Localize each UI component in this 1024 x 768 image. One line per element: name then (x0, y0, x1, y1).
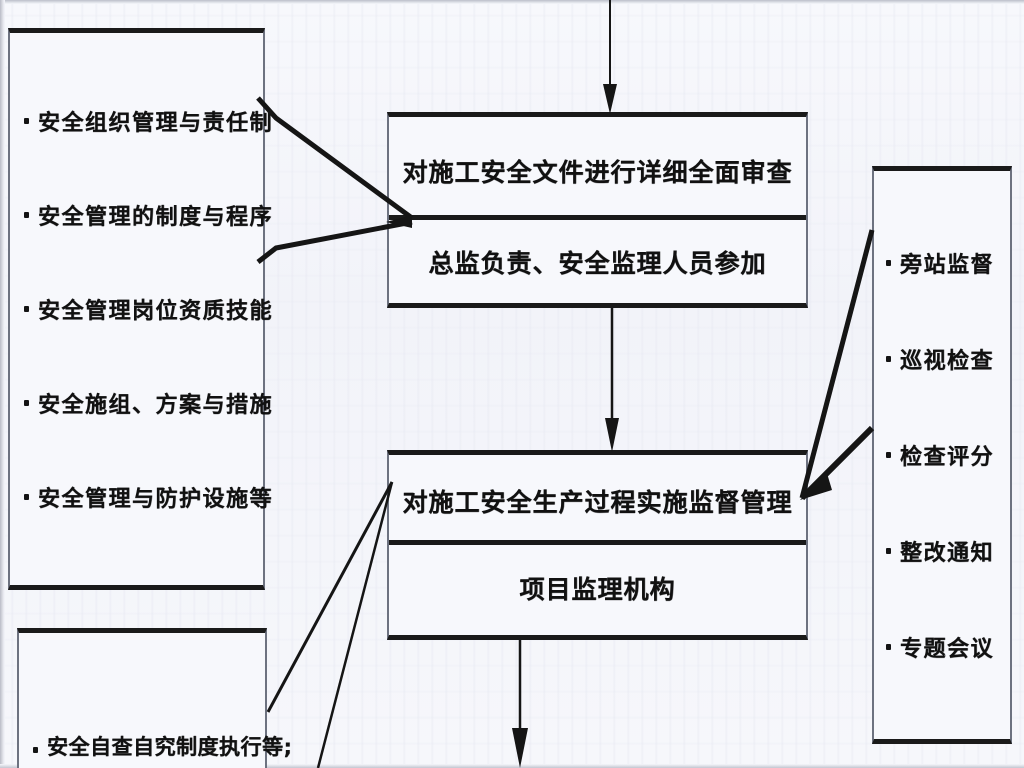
box-row: 对施工安全文件进行详细全面审查 (389, 127, 806, 215)
list-item: 安全管理岗位资质技能 (10, 262, 272, 356)
bullet-icon (24, 494, 29, 500)
scan-edge-top (0, 0, 1024, 4)
list-item-label: 检查评分 (900, 445, 995, 470)
list-item-label: 安全管理岗位资质技能 (38, 299, 274, 324)
bullet-icon (24, 212, 29, 218)
list-item: 安全管理与防护设施等 (10, 450, 272, 544)
bullet-icon (24, 306, 29, 312)
bullet-icon (24, 118, 29, 124)
box-row: 项目监理机构 (389, 545, 806, 630)
box-row-label: 对施工安全文件进行详细全面审查 (402, 158, 793, 187)
right-methods-box: 旁站监督 巡视检查 检查评分 整改通知 专题会议 (872, 166, 1012, 744)
left-bottom-criteria-box: 安全自查自究制度执行等; (17, 628, 292, 768)
list-item-label: 旁站监督 (900, 253, 995, 278)
scan-edge-left (0, 0, 5, 768)
bullet-icon (886, 452, 891, 458)
list-item-label: 巡视检查 (900, 349, 995, 374)
list-item: 旁站监督 (874, 215, 1010, 311)
left-criteria-box: 安全组织管理与责任制 安全管理的制度与程序 安全管理岗位资质技能 安全施组、方案… (8, 28, 272, 590)
list-item: 安全组织管理与责任制 (10, 74, 272, 168)
box-row-label: 对施工安全生产过程实施监督管理 (402, 487, 793, 517)
list-item: 检查评分 (874, 407, 1010, 503)
bullet-icon (886, 260, 891, 266)
bullet-icon (886, 548, 891, 554)
box-row-label: 总监负责、安全监理人员参加 (428, 248, 767, 278)
bullet-icon (24, 400, 29, 406)
row-divider (389, 215, 806, 220)
bullet-icon (33, 747, 38, 753)
list-item: 安全管理的制度与程序 (10, 168, 272, 262)
right-box-to-mid-center (799, 229, 875, 501)
bottom-outflow-arrow (512, 640, 528, 768)
list-item: 专题会议 (874, 599, 1010, 695)
list-item-label: 安全管理与防护设施等 (38, 487, 274, 512)
top-inflow-arrow (603, 0, 617, 114)
list-item-label: 整改通知 (900, 541, 995, 566)
list-item-label: 安全施组、方案与措施 (38, 393, 274, 418)
list-item-label: 安全管理的制度与程序 (38, 205, 274, 230)
box-row: 总监负责、安全监理人员参加 (389, 220, 806, 303)
row-divider (389, 540, 806, 545)
list-item-label: 安全自查自究制度执行等; (47, 735, 293, 759)
bullet-icon (886, 644, 891, 650)
list-item: 巡视检查 (874, 311, 1010, 407)
mid-center-process-box: 对施工安全生产过程实施监督管理 项目监理机构 (387, 450, 808, 640)
list-item-label: 安全组织管理与责任制 (38, 111, 274, 136)
list-item-label: 专题会议 (900, 637, 995, 662)
left-bottom-to-mid-center (266, 481, 394, 768)
box-row: 对施工安全生产过程实施监督管理 (389, 461, 806, 540)
top-center-process-box: 对施工安全文件进行详细全面审查 总监负责、安全监理人员参加 (387, 112, 808, 308)
list-item: 整改通知 (874, 503, 1010, 599)
bullet-icon (886, 356, 891, 362)
box-row-label: 项目监理机构 (519, 574, 676, 604)
center-link-arrow (605, 308, 619, 452)
list-item: 安全自查自究制度执行等; (19, 633, 292, 768)
list-item: 安全施组、方案与措施 (10, 356, 272, 450)
